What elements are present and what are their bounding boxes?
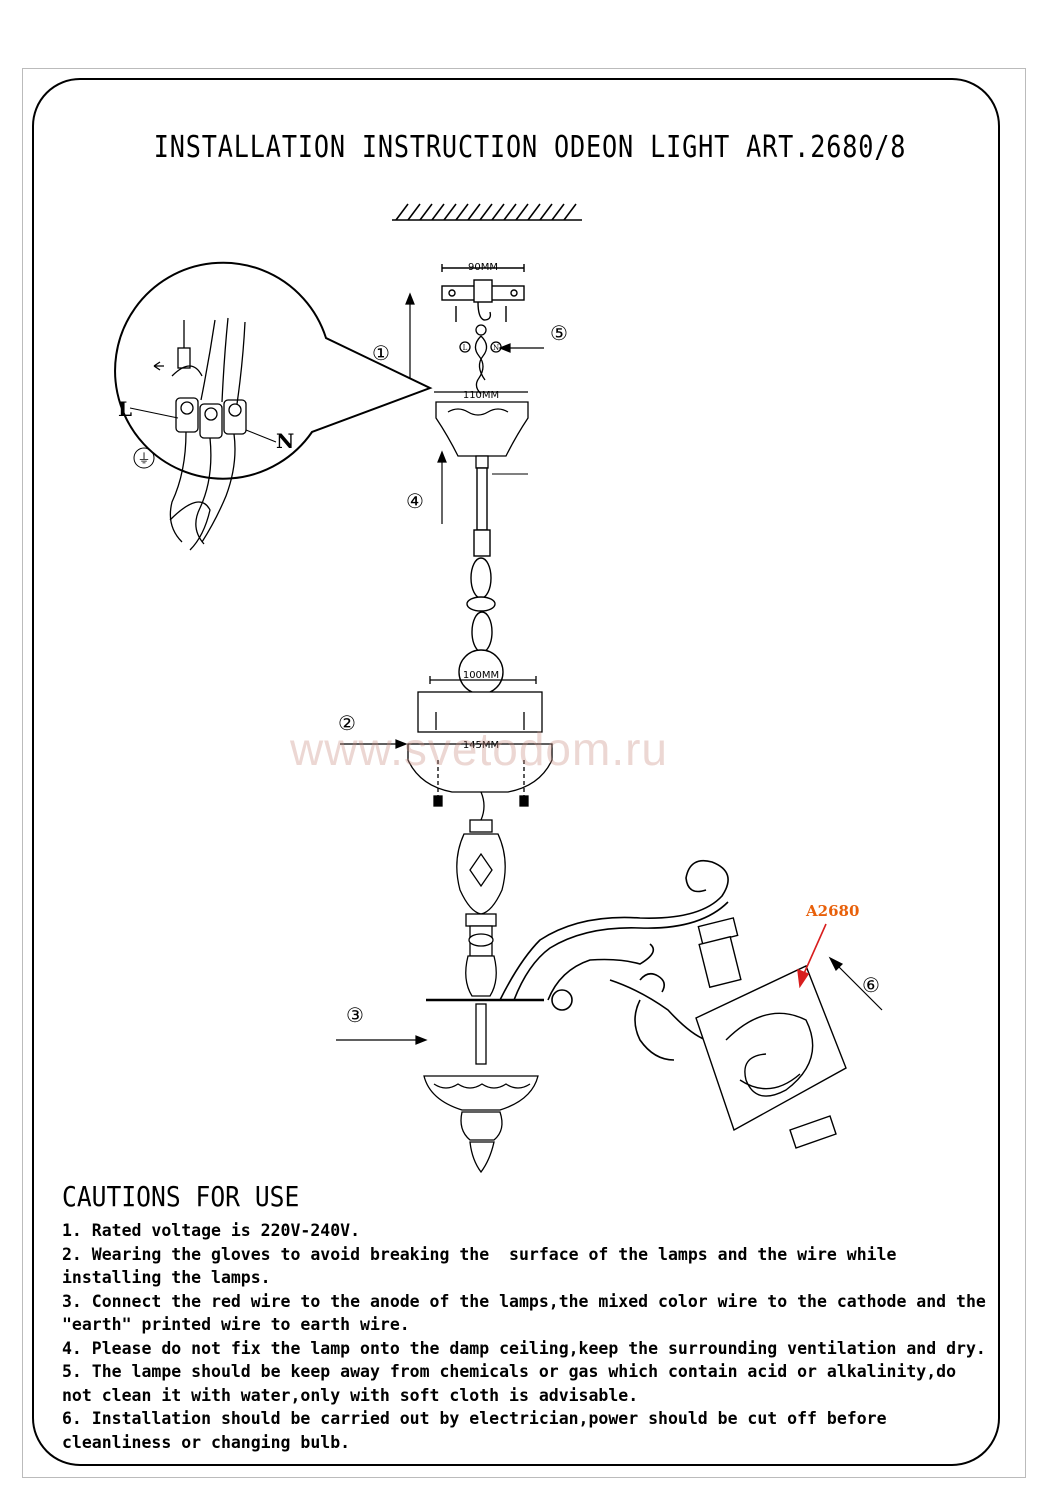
- cautions-heading: CAUTIONS FOR USE: [62, 1180, 300, 1213]
- page-title: INSTALLATION INSTRUCTION ODEON LIGHT ART…: [153, 130, 907, 165]
- step-1-arrow-icon: [405, 292, 415, 378]
- central-column-icon: [423, 791, 544, 1174]
- step-4-arrow-icon: [437, 450, 447, 524]
- step-6-number: ⑥: [862, 973, 880, 997]
- lamp-shade-icon: [695, 917, 847, 1149]
- live-leader-line: [129, 407, 179, 419]
- inner-rounded-border: [32, 78, 1000, 1466]
- watermark: www.svetodom.ru: [290, 723, 669, 775]
- caution-item: 1. Rated voltage is 220V-240V.: [62, 1221, 361, 1240]
- step-4-number: ④: [406, 489, 424, 513]
- wire-live-label: L: [118, 397, 132, 421]
- wire-connection-icon: [459, 324, 502, 395]
- lamp-arm-icon: [499, 859, 729, 1061]
- step-5-number: ⑤: [550, 321, 568, 345]
- connector-l-label: L: [463, 344, 468, 352]
- caution-item: 5. The lampe should be keep away from ch…: [62, 1362, 966, 1405]
- ceiling-hatch-icon: [392, 203, 582, 221]
- caution-item: 4. Please do not fix the lamp onto the d…: [62, 1338, 986, 1358]
- neutral-leader-line: [245, 429, 277, 443]
- caution-item: 2. Wearing the gloves to avoid breaking …: [62, 1244, 907, 1288]
- terminal-block-icon: [153, 317, 247, 551]
- step-3-arrow-icon: [336, 1035, 428, 1045]
- wiring-detail-callout: [114, 261, 433, 480]
- cautions-list: 1. Rated voltage is 220V-240V. 2. Wearin…: [62, 1219, 992, 1454]
- part-label: A2680: [805, 902, 859, 920]
- cautions-section: CAUTIONS FOR USE 1. Rated voltage is 220…: [62, 1180, 992, 1454]
- step-3-number: ③: [346, 1003, 364, 1027]
- connector-n-label: N: [493, 344, 499, 352]
- caution-item: 6. Installation should be carried out by…: [62, 1409, 897, 1452]
- installation-diagram: 90MM L N ① ⑤ L N ⏚: [114, 203, 883, 1174]
- ring-dimension: 100MM: [463, 670, 499, 681]
- part-label-arrow-icon: [797, 923, 827, 989]
- step-2-arrow-icon: [340, 739, 408, 749]
- step-2-number: ②: [338, 711, 356, 735]
- outer-border: [22, 68, 1026, 1478]
- chain-icon: [458, 467, 504, 695]
- step-1-number: ①: [372, 341, 390, 365]
- plate-dimension: 145MM: [463, 740, 499, 751]
- canopy-icon: [434, 391, 529, 469]
- step-6-arrow-icon: [828, 956, 883, 1011]
- wire-earth-label: ⏚: [137, 452, 150, 467]
- caution-item: 3. Connect the red wire to the anode of …: [62, 1291, 996, 1335]
- earth-symbol-icon: [133, 447, 155, 469]
- canopy-dimension: 110MM: [463, 390, 499, 401]
- bracket-dimension: 90MM: [468, 262, 498, 273]
- mounting-bracket-icon: [441, 264, 525, 322]
- step-5-arrow-icon: [498, 343, 544, 353]
- ring-plate-icon: [407, 676, 553, 807]
- wire-neutral-label: N: [276, 429, 294, 453]
